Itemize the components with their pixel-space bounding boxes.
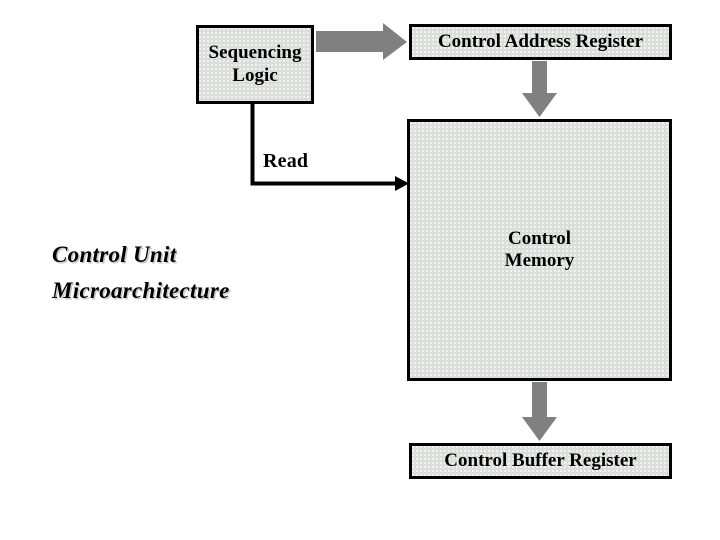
node-sequencing-logic-label: Sequencing Logic [208, 42, 302, 86]
node-control-buffer-register[interactable]: Control Buffer Register [409, 443, 672, 479]
node-control-address-register-label: Control Address Register [437, 30, 644, 52]
node-control-address-register[interactable]: Control Address Register [409, 24, 672, 60]
node-control-memory[interactable]: Control Memory [407, 119, 672, 381]
arrow-sequencing-logic-to-control-address-register [316, 23, 407, 60]
arrow-read-sequencing-logic-to-control-memory [250, 103, 409, 191]
node-control-buffer-register-label: Control Buffer Register [444, 449, 637, 471]
node-control-memory-label: Control Memory [504, 227, 575, 271]
page-title: Control Unit Microarchitecture [52, 242, 230, 303]
arrow-control-address-register-to-control-memory [522, 61, 557, 117]
edge-label-read: Read [263, 150, 309, 172]
arrow-control-memory-to-control-buffer-register [522, 382, 557, 441]
node-sequencing-logic[interactable]: Sequencing Logic [196, 25, 314, 104]
